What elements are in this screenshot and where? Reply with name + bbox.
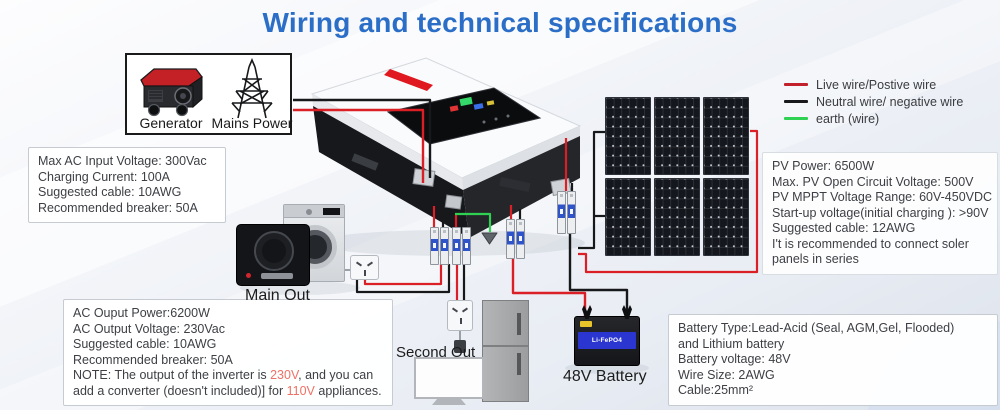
- battery-spec-box: Battery Type:Lead-Acid (Seal, AGM,Gel, F…: [668, 314, 998, 406]
- induction-cooker: [236, 224, 310, 286]
- inverter-stripe: [384, 69, 433, 91]
- spec-line: Suggested cable: 12AWG: [772, 221, 916, 235]
- output-note: NOTE: The output of the inverter is 230V…: [73, 368, 383, 399]
- spec-line: and Lithium battery: [678, 336, 785, 351]
- solar-panel: [654, 178, 700, 256]
- solar-panel: [605, 178, 651, 256]
- power-source-box: Generator Mains Power: [125, 53, 292, 135]
- solar-panel: [654, 97, 700, 175]
- note-text: NOTE: The output of the inverter is: [73, 368, 271, 382]
- legend-row-neutral: Neutral wire/ negative wire: [784, 93, 963, 110]
- ac-output-spec-box: AC Ouput Power:6200W AC Output Voltage: …: [63, 299, 393, 406]
- pv-breaker: [557, 191, 576, 234]
- second-out-label: Second Out: [396, 344, 476, 361]
- spec-line: Cable:25mm²: [678, 383, 754, 397]
- battery-brand-label: Li-FePO4 BATTERY: [578, 332, 636, 349]
- spec-line: I't is recommended to connect soler: [772, 236, 969, 251]
- spec-line: Max. PV Open Circuit Voltage: 500V: [772, 174, 974, 189]
- spec-line: Recommended breaker: 50A: [73, 352, 233, 367]
- tv-stand: [432, 399, 466, 405]
- pv-spec-box: PV Power: 6500W Max. PV Open Circuit Vol…: [762, 152, 998, 275]
- solar-panel: [703, 178, 749, 256]
- battery-breaker: [506, 219, 525, 259]
- pv-negative-wire: [578, 130, 607, 250]
- spec-line: Battery Type:Lead-Acid (Seal, AGM,Gel, F…: [678, 321, 955, 335]
- spec-line: PV MPPT Voltage Range: 60V-450VDC: [772, 190, 993, 204]
- main-out-breaker: [430, 227, 471, 265]
- legend-label: Live wire/Postive wire: [816, 77, 937, 92]
- inverter-image: [310, 57, 582, 238]
- note-text: , and you can add a converter (doesn't i…: [73, 368, 374, 398]
- earth-wire-swatch: [784, 117, 808, 120]
- refrigerator: [482, 300, 529, 402]
- wire-legend: Live wire/Postive wire Neutral wire/ neg…: [784, 76, 963, 127]
- inverter-screen: [449, 96, 510, 124]
- generator-label: Generator: [139, 115, 203, 131]
- spec-line: Max AC Input Voltage: 300Vac: [38, 154, 207, 168]
- terminal-block: [351, 153, 572, 210]
- battery-clamp-negative: [622, 305, 632, 319]
- note-highlight-230v: 230V: [270, 368, 299, 382]
- spec-line: Recommended breaker: 50A: [38, 200, 198, 215]
- mains-power-label: Mains Power: [211, 115, 293, 131]
- spec-line: Suggested cable: 10AWG: [73, 337, 217, 351]
- spec-line: panels in series: [772, 252, 859, 266]
- main-out-label: Main Out: [245, 287, 310, 304]
- battery-image: Li-FePO4 BATTERY: [574, 305, 640, 366]
- ac-input-spec-box: Max AC Input Voltage: 300Vac Charging Cu…: [28, 147, 226, 223]
- battery-chip: [580, 321, 592, 327]
- spec-line: Battery voltage: 48V: [678, 352, 791, 366]
- legend-label: Neutral wire/ negative wire: [816, 94, 964, 109]
- spec-line: AC Output Voltage: 230Vac: [73, 321, 225, 336]
- live-wire: [293, 108, 425, 183]
- legend-row-live: Live wire/Postive wire: [784, 76, 963, 93]
- legend-row-earth: earth (wire): [784, 110, 963, 127]
- note-highlight-110v: 110V: [286, 383, 315, 398]
- spec-line: Charging Current: 100A: [38, 169, 171, 184]
- neutral-wire-swatch: [784, 100, 808, 103]
- second-out-outlet: [447, 300, 473, 331]
- main-out-outlet: [350, 255, 379, 280]
- ground-icon: [481, 232, 498, 245]
- battery-label: 48V Battery: [563, 368, 647, 385]
- live-wire-swatch: [784, 83, 808, 86]
- solar-panel: [703, 97, 749, 175]
- spec-line: Start-up voltage(initial charging ): >90…: [772, 205, 989, 220]
- neutral-wire: [293, 98, 432, 178]
- legend-label: earth (wire): [816, 111, 880, 126]
- battery-clamp-positive: [582, 305, 592, 319]
- tv-monitor: [414, 357, 484, 399]
- solar-panel: [605, 97, 651, 175]
- solar-panel-array: [605, 97, 749, 256]
- spec-line: PV Power: 6500W: [772, 159, 875, 173]
- spec-line: AC Ouput Power:6200W: [73, 306, 210, 320]
- spec-line: Suggested cable: 10AWG: [38, 185, 182, 199]
- note-text: appliances.: [314, 383, 382, 398]
- inverter-display: [386, 87, 542, 145]
- spec-line: Wire Size: 2AWG: [678, 367, 775, 382]
- page-title: Wiring and technical specifications: [262, 7, 738, 38]
